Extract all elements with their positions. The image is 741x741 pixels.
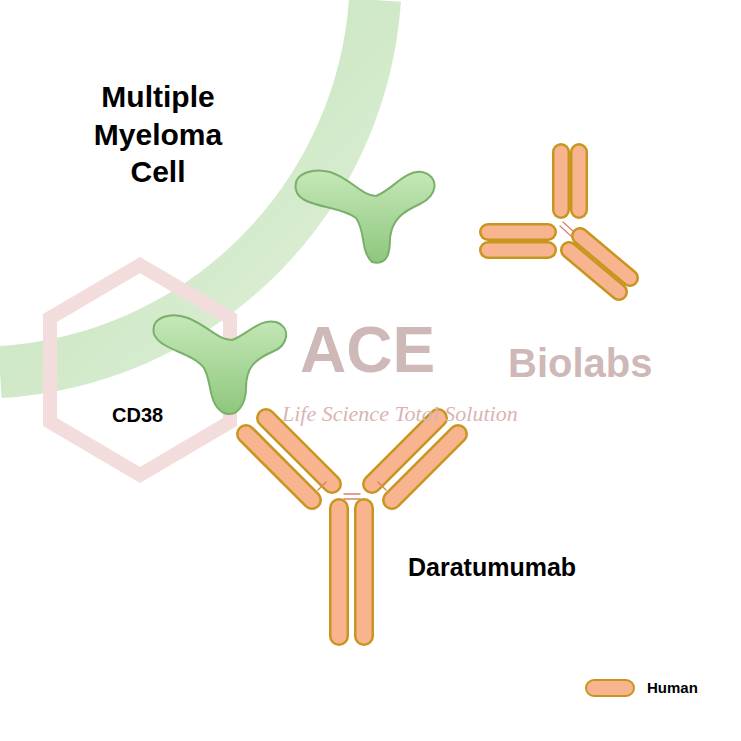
cd38-receptor: [296, 171, 435, 263]
legend-text: Human: [647, 679, 735, 698]
antibody-label: Daratumumab: [408, 552, 628, 583]
watermark: Life Science Total Solution: [282, 400, 702, 428]
cell-label: Multiple Myeloma Cell: [78, 78, 238, 191]
receptor-label: CD38: [112, 403, 192, 428]
watermark-logo: [50, 265, 230, 475]
antibody: [246, 418, 458, 636]
cd38-receptor: [154, 315, 287, 414]
watermark: ACE: [300, 310, 500, 390]
watermark: Biolabs: [508, 338, 708, 388]
antibody: [488, 152, 630, 292]
legend-swatch: [585, 679, 635, 697]
